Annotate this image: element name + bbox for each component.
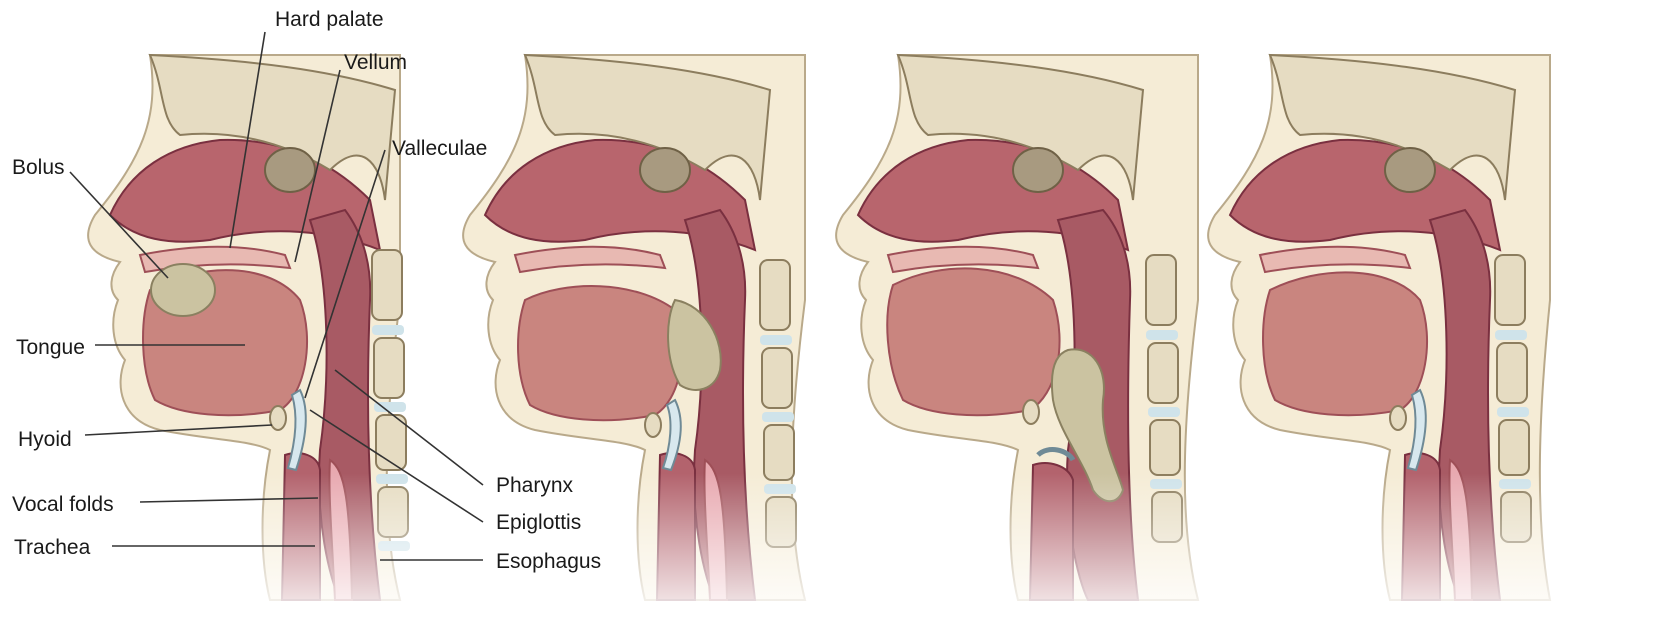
label-tongue: Tongue [16,337,85,358]
label-vocal-folds: Vocal folds [12,494,114,515]
label-epiglottis: Epiglottis [496,512,581,533]
label-trachea: Trachea [14,537,90,558]
label-hard-palate: Hard palate [275,9,384,30]
label-esophagus: Esophagus [496,551,601,572]
label-valleculae: Valleculae [392,138,487,159]
label-hyoid: Hyoid [18,429,72,450]
label-vellum: Vellum [344,52,407,73]
label-bolus: Bolus [12,157,65,178]
label-pharynx: Pharynx [496,475,573,496]
